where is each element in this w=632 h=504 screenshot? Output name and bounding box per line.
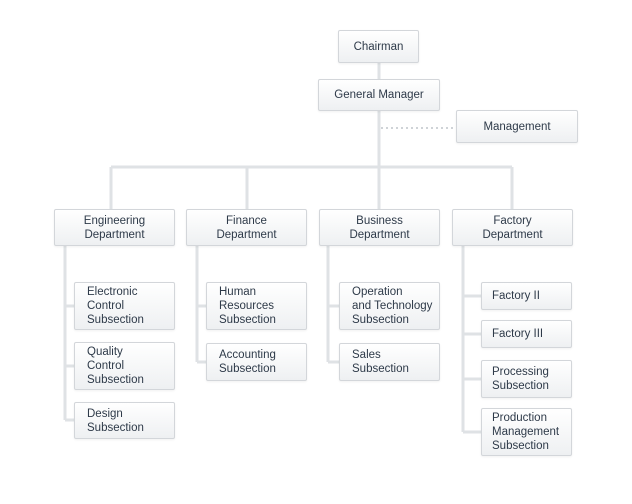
department-label: Engineering Department bbox=[83, 214, 146, 241]
subsection-label: Factory III bbox=[492, 328, 544, 340]
subsection-label: Sales Subsection bbox=[352, 349, 409, 375]
subsection-label: Factory II bbox=[492, 290, 540, 302]
department-box-engineering: Engineering Department bbox=[54, 209, 175, 246]
subsection-box-factory-iii: Factory III bbox=[481, 320, 572, 348]
department-box-factory: Factory Department bbox=[452, 209, 573, 246]
subsection-label: Operation and Technology Subsection bbox=[352, 286, 433, 326]
general-manager-label: General Manager bbox=[334, 89, 424, 101]
subsection-box-human-resources: Human Resources Subsection bbox=[206, 282, 307, 330]
subsection-label: Electronic Control Subsection bbox=[87, 286, 144, 326]
subsection-box-processing: Processing Subsection bbox=[481, 360, 572, 398]
subsection-label: Processing Subsection bbox=[492, 366, 549, 392]
chairman-label: Chairman bbox=[353, 40, 404, 53]
subsection-label: Production Management Subsection bbox=[492, 412, 560, 452]
chairman-box: Chairman bbox=[338, 30, 419, 63]
subsection-box-quality-control: Quality Control Subsection bbox=[74, 342, 175, 390]
department-box-finance: Finance Department bbox=[186, 209, 307, 246]
subsection-box-production-management: Production Management Subsection bbox=[481, 408, 572, 456]
department-label: Finance Department bbox=[216, 214, 277, 241]
subsection-label: Quality Control Subsection bbox=[87, 346, 144, 386]
subsection-box-design: Design Subsection bbox=[74, 402, 175, 439]
subsection-box-sales: Sales Subsection bbox=[339, 343, 440, 381]
subsection-box-electronic-control: Electronic Control Subsection bbox=[74, 282, 175, 330]
department-label: Factory Department bbox=[482, 214, 543, 241]
management-label: Management bbox=[483, 120, 551, 133]
subsection-label: Design Subsection bbox=[87, 407, 144, 434]
management-box: Management bbox=[456, 110, 578, 143]
subsection-box-accounting: Accounting Subsection bbox=[206, 343, 307, 381]
subsection-label: Human Resources Subsection bbox=[219, 286, 276, 326]
general-manager-box: General Manager bbox=[318, 79, 440, 111]
subsection-label: Accounting Subsection bbox=[219, 349, 276, 375]
subsection-box-factory-ii: Factory II bbox=[481, 282, 572, 310]
subsection-box-operation-technology: Operation and Technology Subsection bbox=[339, 282, 440, 330]
department-label: Business Department bbox=[349, 214, 410, 241]
department-box-business: Business Department bbox=[319, 209, 440, 246]
